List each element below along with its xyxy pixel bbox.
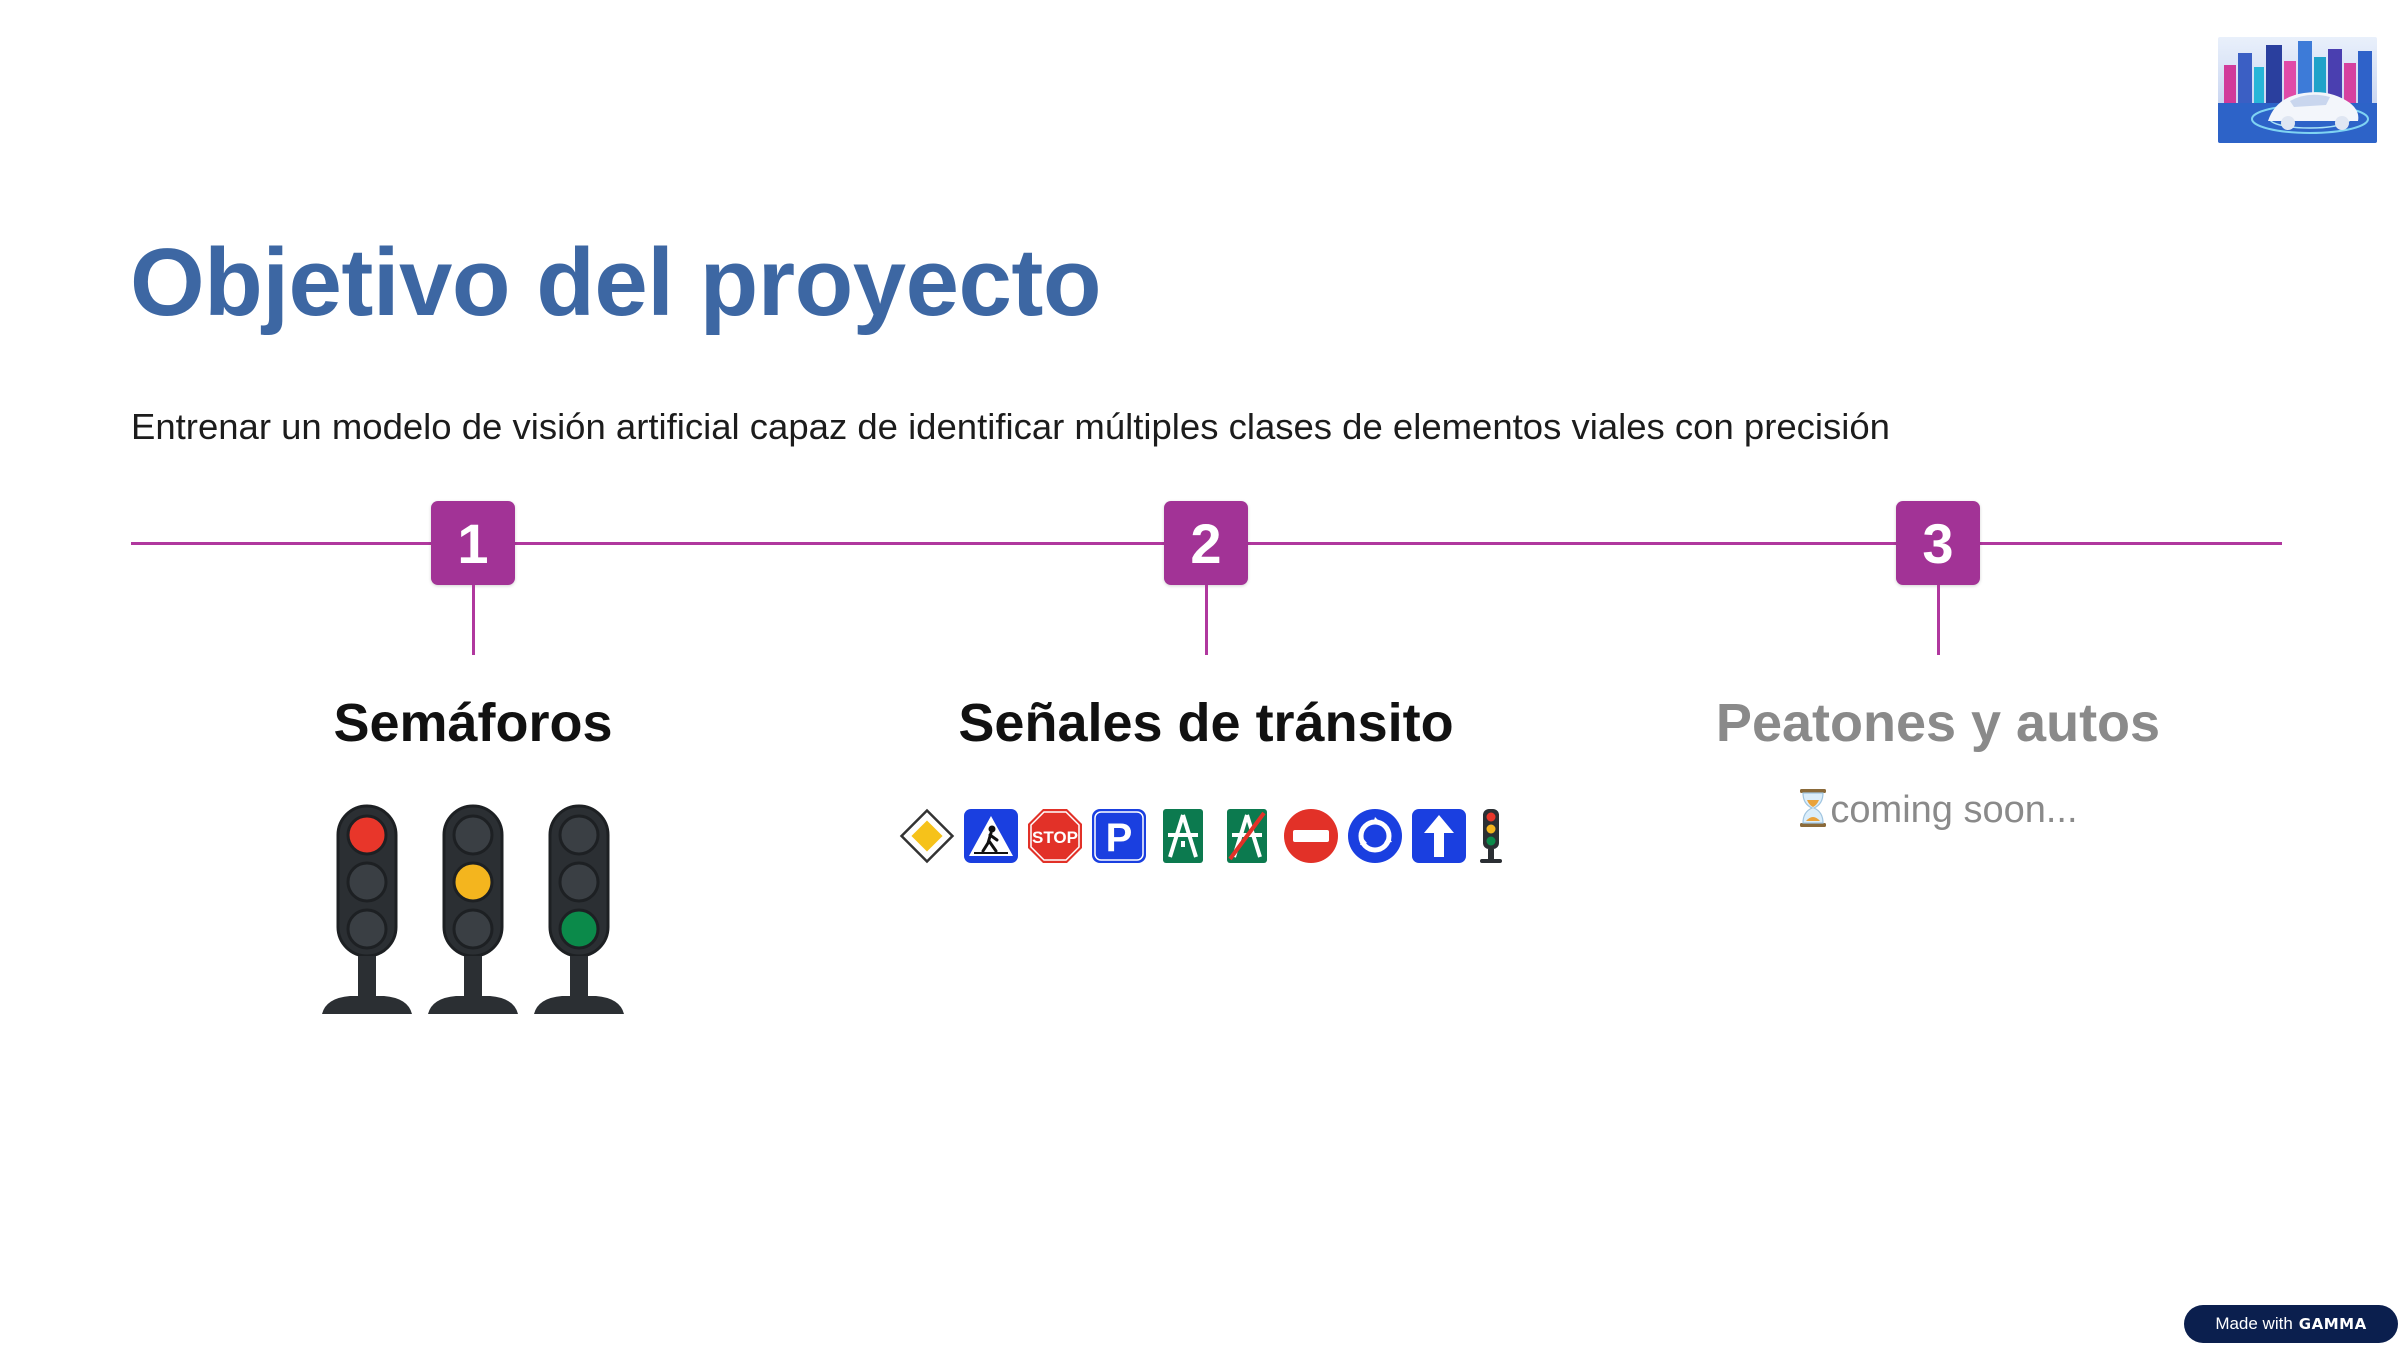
step-3-marker: 3 (1896, 501, 1980, 585)
pedestrian-crossing-sign-icon (962, 807, 1020, 865)
motorway-sign-icon (1154, 807, 1212, 865)
traffic-lights-icon (322, 804, 627, 1019)
step-1-marker: 1 (431, 501, 515, 585)
step-2-stem (1205, 585, 1208, 655)
parking-sign-icon: P (1090, 807, 1148, 865)
step-2-marker: 2 (1164, 501, 1248, 585)
page-title: Objetivo del proyecto (130, 229, 1102, 336)
coming-soon-text: coming soon... (1830, 789, 2078, 831)
svg-text:STOP: STOP (1032, 828, 1078, 847)
priority-road-sign-icon (898, 807, 956, 865)
city-car-illustration (2218, 37, 2377, 143)
roundabout-sign-icon (1346, 807, 1404, 865)
traffic-light-green-icon (534, 804, 624, 1014)
step-3-title: Peatones y autos (1715, 693, 2161, 753)
traffic-light-red-icon (322, 804, 412, 1014)
traffic-signs-icon: STOP P (898, 804, 1508, 868)
coming-soon-note: coming soon... (1568, 788, 2308, 838)
stop-sign-icon: STOP (1026, 807, 1084, 865)
step-2-title: Señales de tránsito (958, 693, 1454, 753)
traffic-light-sign-icon (1474, 807, 1508, 865)
traffic-light-yellow-icon (428, 804, 518, 1014)
svg-text:P: P (1106, 816, 1133, 860)
one-way-sign-icon (1410, 807, 1468, 865)
step-1-stem (472, 585, 475, 655)
no-entry-sign-icon (1282, 807, 1340, 865)
made-with-gamma-badge[interactable]: Made with GAMMA (2184, 1305, 2398, 1343)
badge-prefix: Made with (2215, 1314, 2293, 1333)
page-subtitle: Entrenar un modelo de visión artificial … (131, 406, 1890, 447)
hourglass-icon (1798, 788, 1828, 838)
gamma-logo: GAMMA (2298, 1315, 2367, 1333)
step-3-stem (1937, 585, 1940, 655)
end-of-motorway-sign-icon (1218, 807, 1276, 865)
step-1-title: Semáforos (333, 693, 613, 753)
